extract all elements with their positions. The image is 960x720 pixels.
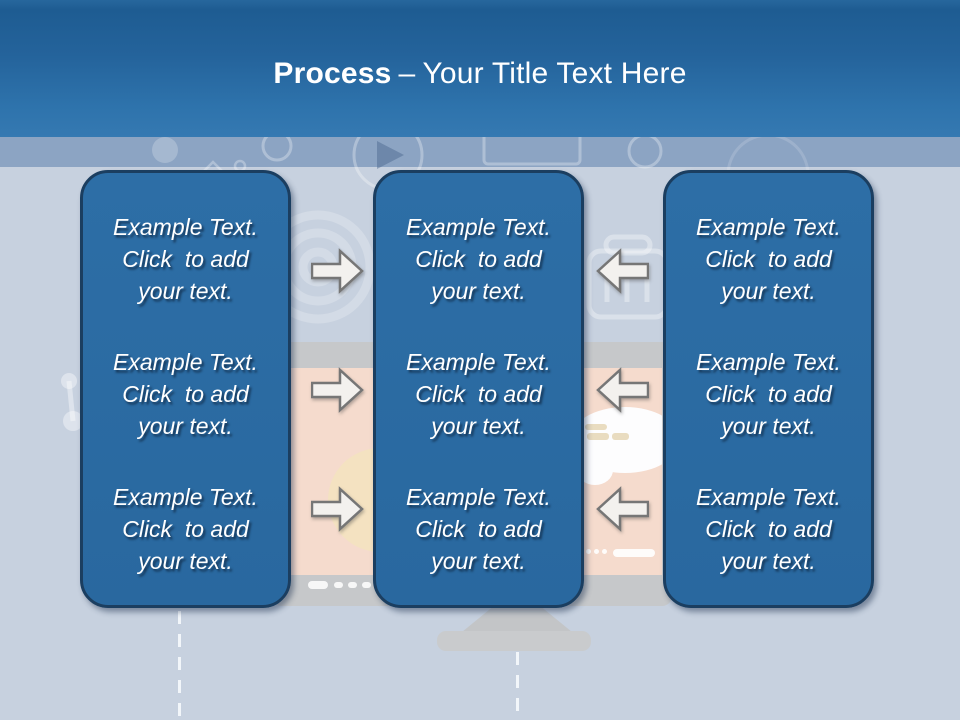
arrow-right-icon: [311, 486, 364, 532]
text-placeholder: Example Text. Click to add your text.: [666, 211, 871, 307]
placeholder-line: your text.: [138, 278, 233, 304]
placeholder-line: Click to add: [122, 381, 249, 407]
placeholder-line: Example Text.: [406, 349, 551, 375]
header-banner: Process–Your Title Text Here: [0, 0, 960, 137]
placeholder-line: Example Text.: [406, 484, 551, 510]
placeholder-line: Click to add: [415, 246, 542, 272]
placeholder-line: Example Text.: [113, 214, 258, 240]
placeholder-line: Click to add: [122, 516, 249, 542]
title-placeholder-text: Your Title Text Here: [422, 57, 687, 90]
placeholder-line: Click to add: [415, 381, 542, 407]
accent-band: [0, 137, 960, 167]
monitor-stand-base: [437, 631, 591, 651]
bezel-indicator: [308, 581, 328, 589]
bezel-indicator: [362, 582, 371, 588]
placeholder-line: Click to add: [705, 516, 832, 542]
placeholder-line: Example Text.: [406, 214, 551, 240]
dot-icon: [152, 137, 178, 163]
text-placeholder: Example Text. Click to add your text.: [666, 481, 871, 577]
placeholder-line: your text.: [138, 413, 233, 439]
dashed-connector-line: [178, 611, 181, 720]
arrow-left-icon: [596, 248, 649, 294]
placeholder-line: your text.: [721, 413, 816, 439]
screen-dot: [602, 549, 607, 554]
placeholder-line: your text.: [721, 278, 816, 304]
placeholder-line: Click to add: [705, 246, 832, 272]
bezel-indicator: [334, 582, 343, 588]
share-nodes-icon: [61, 373, 83, 431]
bezel-indicator: [348, 582, 357, 588]
placeholder-line: your text.: [721, 548, 816, 574]
play-triangle-icon: [377, 141, 404, 169]
placeholder-line: your text.: [431, 278, 526, 304]
placeholder-line: Example Text.: [696, 484, 841, 510]
placeholder-line: your text.: [431, 548, 526, 574]
placeholder-line: Click to add: [122, 246, 249, 272]
placeholder-line: Example Text.: [696, 214, 841, 240]
placeholder-line: Click to add: [415, 516, 542, 542]
circle-outline-icon: [627, 133, 663, 169]
page-title[interactable]: Process–Your Title Text Here: [0, 56, 960, 92]
text-placeholder: Example Text. Click to add your text.: [83, 346, 288, 442]
screen-text-bar: [613, 549, 655, 557]
process-box-2[interactable]: Example Text. Click to add your text. Ex…: [373, 170, 584, 608]
text-placeholder: Example Text. Click to add your text.: [83, 481, 288, 577]
title-separator: –: [398, 57, 416, 90]
screen-dot: [594, 549, 599, 554]
placeholder-line: your text.: [431, 413, 526, 439]
bubble-text-bar: [612, 433, 629, 440]
placeholder-line: Example Text.: [113, 349, 258, 375]
dashed-connector-line: [516, 652, 519, 720]
title-keyword: Process: [273, 57, 392, 90]
arrow-left-icon: [596, 486, 649, 532]
text-placeholder: Example Text. Click to add your text.: [83, 211, 288, 307]
text-placeholder: Example Text. Click to add your text.: [666, 346, 871, 442]
text-placeholder: Example Text. Click to add your text.: [376, 211, 581, 307]
screen-dot: [586, 549, 591, 554]
text-placeholder: Example Text. Click to add your text.: [376, 346, 581, 442]
process-box-3[interactable]: Example Text. Click to add your text. Ex…: [663, 170, 874, 608]
arrow-right-icon: [311, 248, 364, 294]
placeholder-line: Example Text.: [113, 484, 258, 510]
process-box-1[interactable]: Example Text. Click to add your text. Ex…: [80, 170, 291, 608]
text-placeholder: Example Text. Click to add your text.: [376, 481, 581, 577]
bubble-text-bar: [585, 424, 607, 430]
placeholder-line: Click to add: [705, 381, 832, 407]
bubble-text-bar: [587, 433, 609, 440]
placeholder-line: your text.: [138, 548, 233, 574]
arrow-right-icon: [311, 367, 364, 413]
placeholder-line: Example Text.: [696, 349, 841, 375]
arrow-left-icon: [596, 367, 649, 413]
